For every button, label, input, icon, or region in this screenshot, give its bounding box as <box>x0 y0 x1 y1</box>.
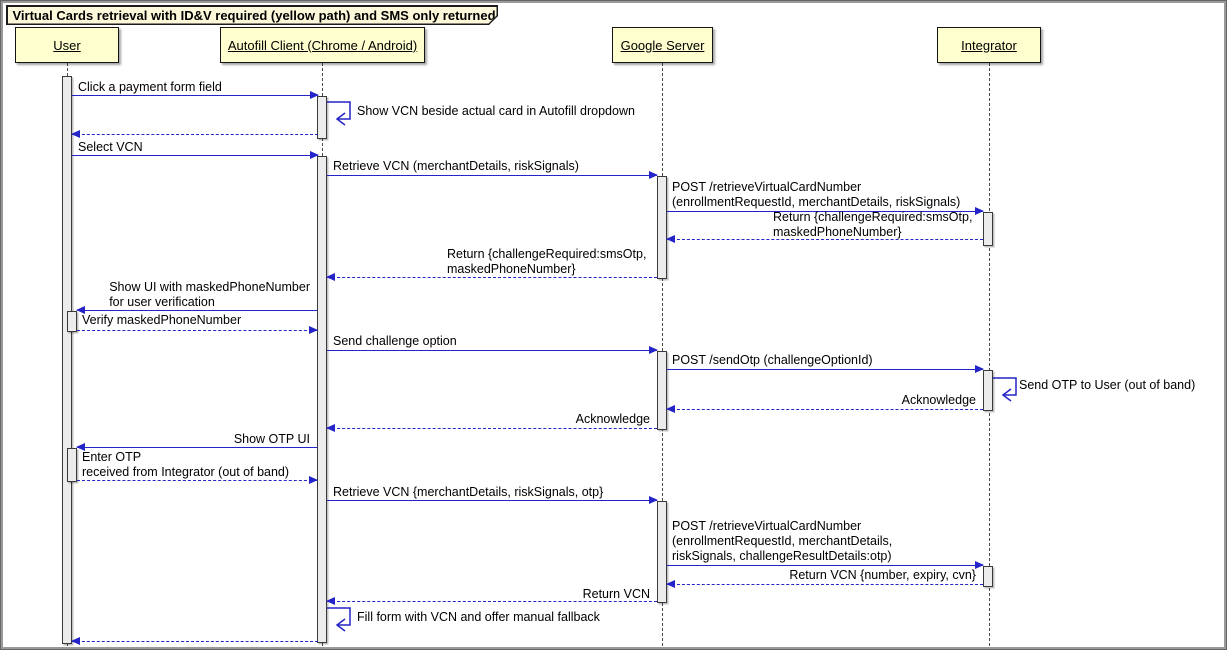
label-fill-form: Fill form with VCN and offer manual fall… <box>357 610 600 624</box>
label-retrieve-vcn-1: Retrieve VCN (merchantDetails, riskSigna… <box>333 159 579 173</box>
activation-user-nested-2 <box>67 448 77 482</box>
arrowhead-icon <box>666 235 675 243</box>
activation-autofill-1 <box>317 96 327 139</box>
activation-google-2 <box>657 351 667 430</box>
label-ack-1: Acknowledge <box>901 393 976 407</box>
arrowhead-icon <box>975 207 984 215</box>
label-return-vcn-1: Return VCN {number, expiry, cvn} <box>789 568 976 582</box>
label-post-retrieve-2: POST /retrieveVirtualCardNumber (enrollm… <box>672 519 893 563</box>
participant-integrator: Integrator <box>937 27 1041 63</box>
arrowhead-icon <box>309 326 318 334</box>
arrowhead-icon <box>71 637 80 645</box>
activation-integrator-1 <box>983 212 993 246</box>
arrowhead-icon <box>326 597 335 605</box>
participant-integrator-label: Integrator <box>961 37 1017 53</box>
participant-user: User <box>15 27 119 63</box>
label-send-challenge-option: Send challenge option <box>333 334 457 348</box>
arrowhead-icon <box>309 476 318 484</box>
participant-user-label: User <box>53 37 81 53</box>
diagram-title-frame: Virtual Cards retrieval with ID&V requir… <box>6 5 498 25</box>
label-show-otp-ui: Show OTP UI <box>233 432 310 446</box>
arrowhead-icon <box>975 561 984 569</box>
activation-integrator-3 <box>983 566 993 587</box>
label-send-otp-user: Send OTP to User (out of band) <box>1019 378 1196 392</box>
self-arrow-show-vcn-dropdown <box>327 101 351 126</box>
lifeline-integrator <box>988 63 990 646</box>
label-verify-masked: Verify maskedPhoneNumber <box>82 313 242 327</box>
arrowhead-icon <box>76 443 85 451</box>
participant-google-server: Google Server <box>612 27 713 63</box>
arrowhead-icon <box>310 151 319 159</box>
label-post-sendotp: POST /sendOtp (challengeOptionId) <box>672 353 873 367</box>
activation-autofill-2 <box>317 156 327 643</box>
label-select-vcn: Select VCN <box>78 140 143 154</box>
activation-google-3 <box>657 501 667 603</box>
label-return-challenge-1: Return {challengeRequired:smsOtp, masked… <box>773 210 973 239</box>
label-enter-otp: Enter OTP received from Integrator (out … <box>82 450 290 479</box>
label-post-retrieve-1: POST /retrieveVirtualCardNumber (enrollm… <box>672 180 961 209</box>
arrowhead-icon <box>71 130 80 138</box>
arrowhead-icon <box>666 405 675 413</box>
label-show-vcn-dropdown: Show VCN beside actual card in Autofill … <box>357 104 635 118</box>
arrowhead-icon <box>975 365 984 373</box>
arrowhead-icon <box>326 424 335 432</box>
arrowhead-icon <box>649 346 658 354</box>
participant-google-server-label: Google Server <box>620 37 705 53</box>
arrowhead-icon <box>76 306 85 314</box>
participant-autofill-client: Autofill Client (Chrome / Android) <box>220 27 425 63</box>
label-return-vcn-2: Return VCN <box>582 587 650 601</box>
activation-google-1 <box>657 176 667 279</box>
arrowhead-icon <box>326 273 335 281</box>
activation-integrator-2 <box>983 370 993 411</box>
label-return-challenge-2: Return {challengeRequired:smsOtp, masked… <box>447 247 647 276</box>
arrowhead-icon <box>310 91 319 99</box>
participant-autofill-client-label: Autofill Client (Chrome / Android) <box>227 37 418 53</box>
diagram-title: Virtual Cards retrieval with ID&V requir… <box>8 7 497 24</box>
arrowhead-icon <box>649 496 658 504</box>
label-click-payment-field: Click a payment form field <box>78 80 222 94</box>
self-arrow-send-otp-user <box>993 377 1017 402</box>
activation-user-main <box>62 76 72 644</box>
self-arrow-fill-form <box>327 607 351 632</box>
label-retrieve-vcn-2: Retrieve VCN {merchantDetails, riskSigna… <box>333 485 604 499</box>
label-show-ui-masked: Show UI with maskedPhoneNumber for user … <box>109 280 310 309</box>
label-ack-2: Acknowledge <box>575 412 650 426</box>
activation-user-nested-1 <box>67 311 77 332</box>
arrowhead-icon <box>649 171 658 179</box>
arrowhead-icon <box>666 580 675 588</box>
